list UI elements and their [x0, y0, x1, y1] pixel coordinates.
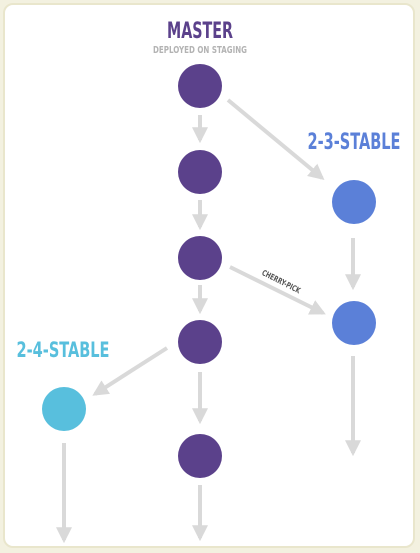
master-commit-2: [178, 150, 222, 194]
branch-arrow-2-4: [92, 346, 169, 396]
master-commits: [178, 64, 222, 478]
master-commit-4: [178, 320, 222, 364]
master-commit-3: [178, 236, 222, 280]
stable-2-3-commits: [332, 180, 376, 345]
branch-arrow-2-3: [226, 98, 325, 181]
stable-2-4-commit-1: [42, 387, 86, 431]
stable-2-3-label: 2-3-STABLE: [308, 130, 401, 155]
stable-2-3-commit-2: [332, 301, 376, 345]
stable-2-4-commits: [42, 387, 86, 431]
master-sublabel: DEPLOYED ON STAGING: [153, 45, 247, 56]
stable-2-4-label: 2-4-STABLE: [17, 338, 110, 362]
cherry-pick-arrow: [229, 265, 326, 315]
stable-2-3-commit-1: [332, 180, 376, 224]
master-commit-5: [178, 434, 222, 478]
master-commit-1: [178, 64, 222, 108]
master-label: MASTER: [167, 19, 233, 44]
